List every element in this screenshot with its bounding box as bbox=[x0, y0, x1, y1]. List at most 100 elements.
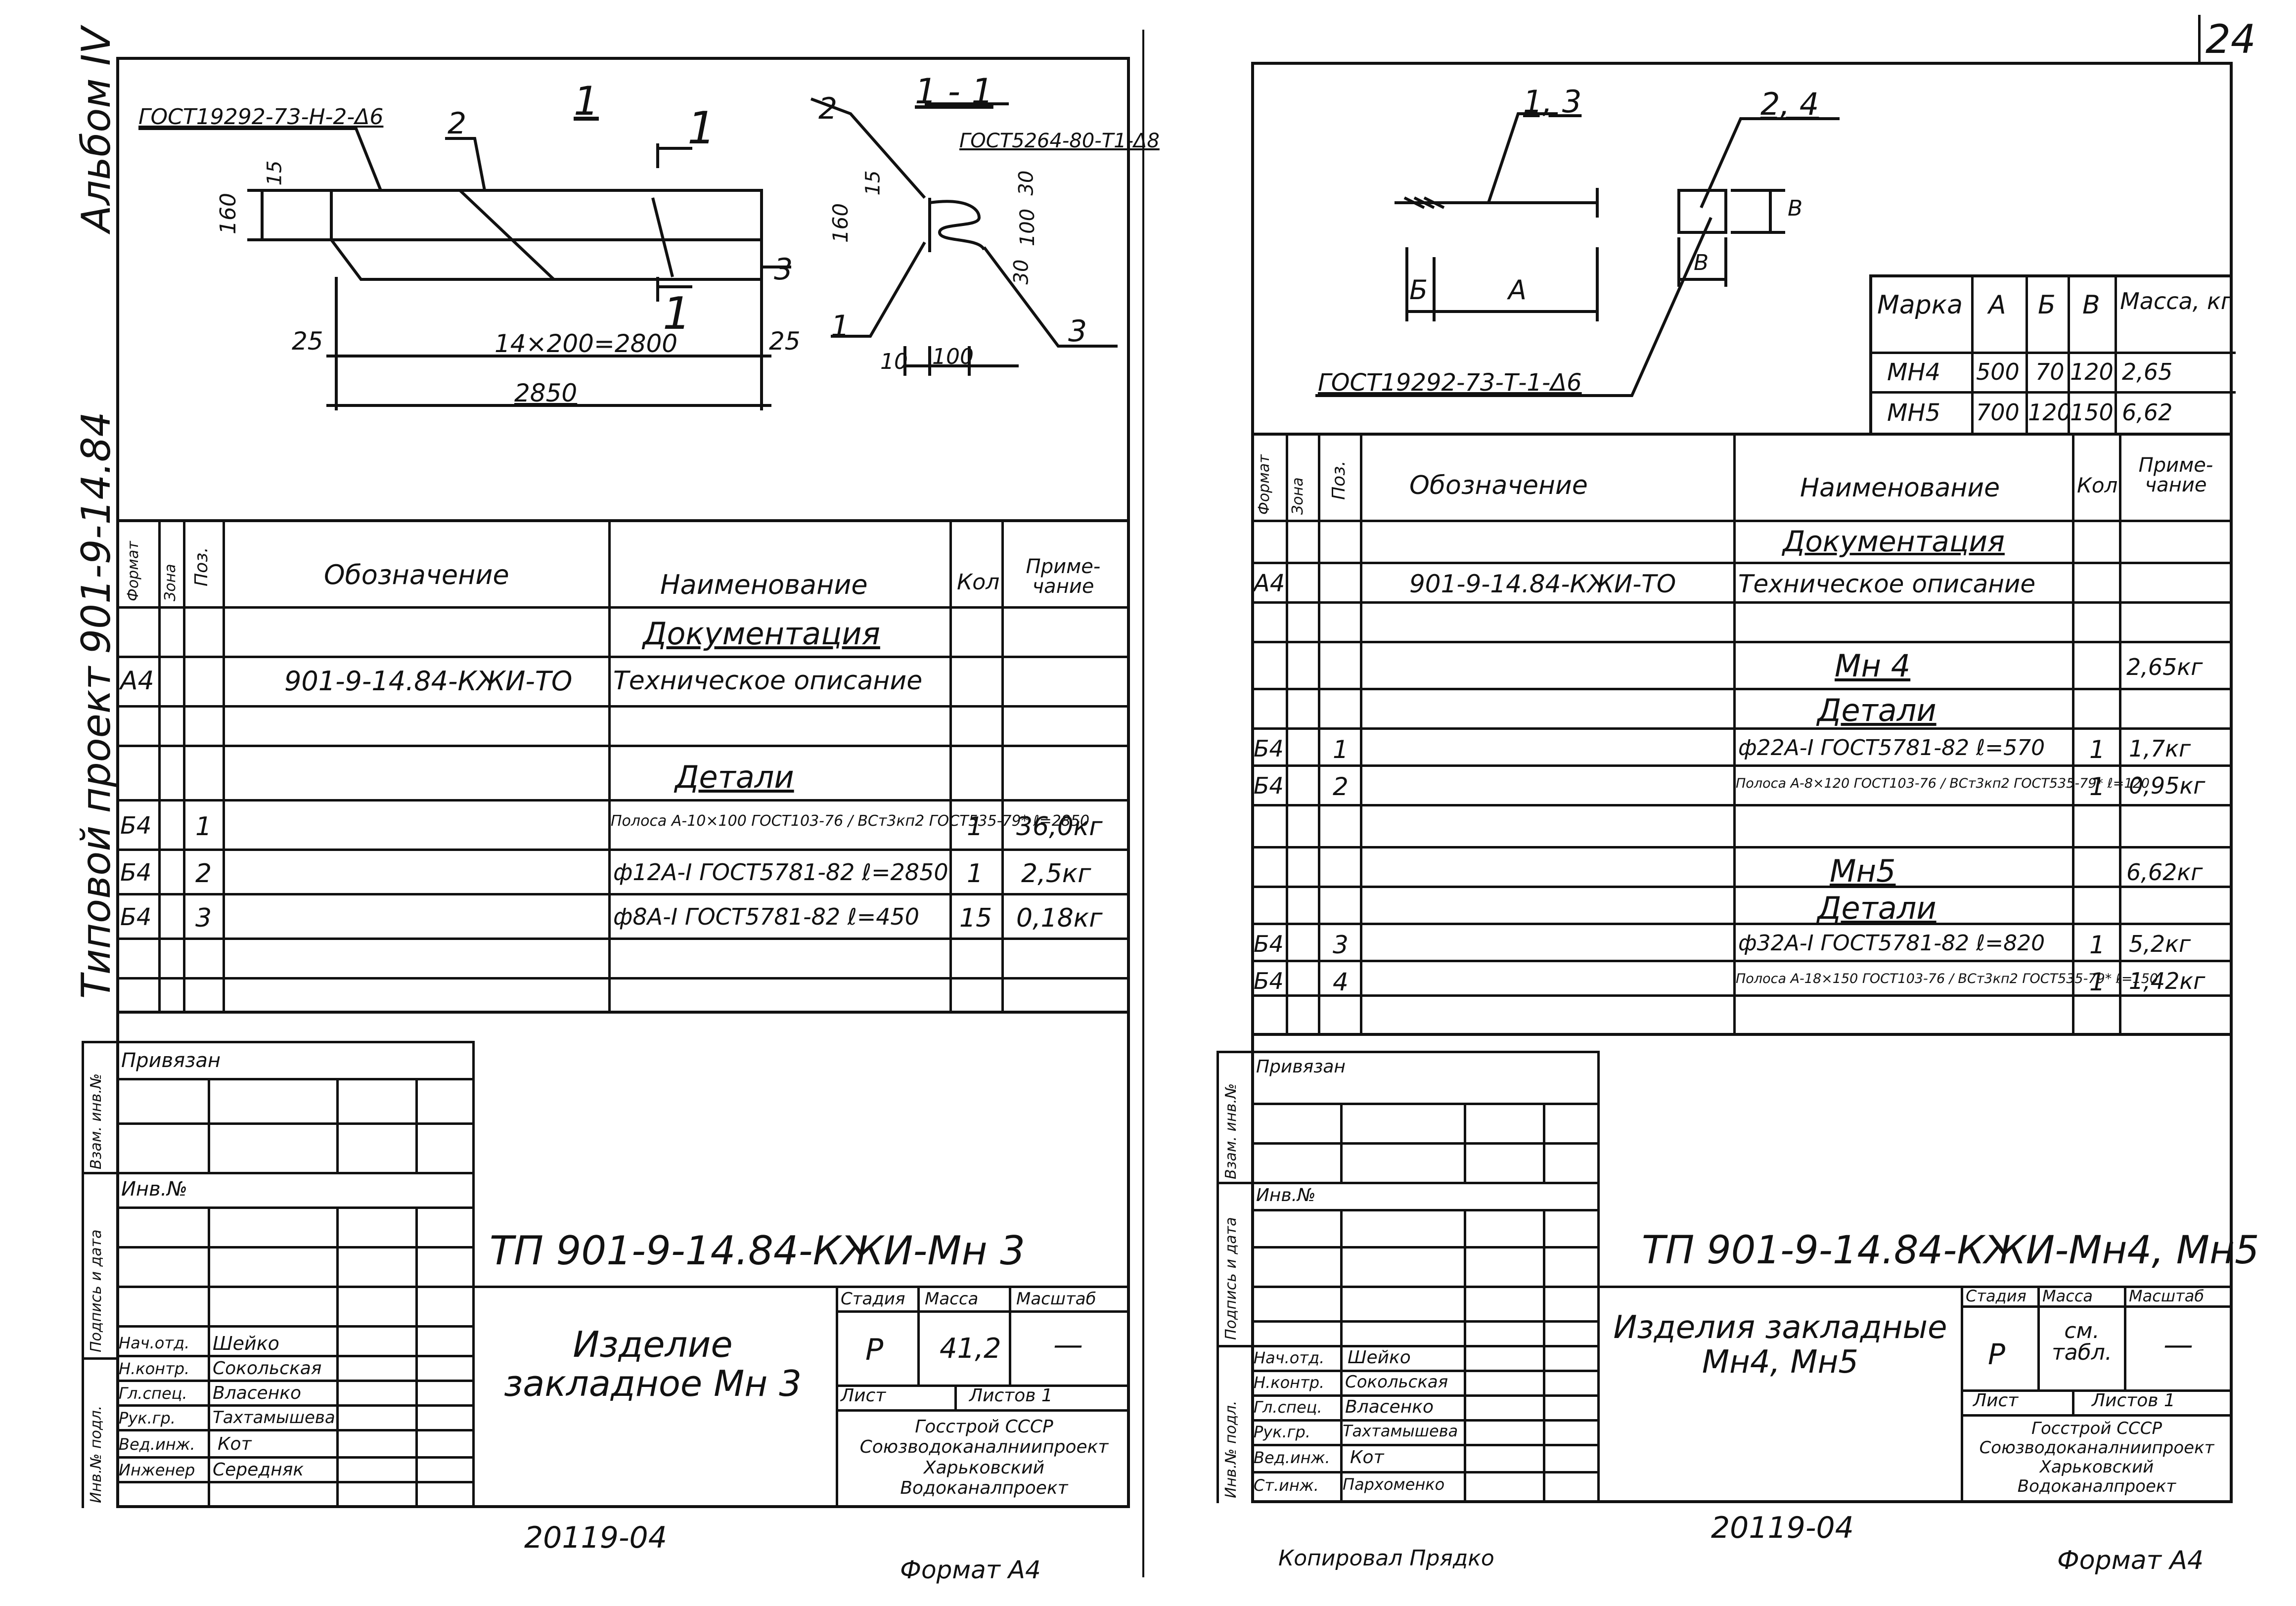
left-spec-col-3 bbox=[223, 522, 225, 1012]
right-dim-v1: В bbox=[1788, 196, 1803, 221]
left-spec-row-line bbox=[116, 745, 1130, 747]
left-spec-r5-note: 0,18кг bbox=[1016, 903, 1103, 933]
left-spec-r0-name: Документация bbox=[643, 616, 880, 652]
left-stamp-role-4: Вед.инж. bbox=[119, 1435, 195, 1454]
left-spec-col-2 bbox=[183, 522, 185, 1012]
left-stamp-grid-v bbox=[336, 1206, 339, 1508]
right-spec-row-line bbox=[1251, 960, 2233, 962]
left-spec-row-line bbox=[116, 977, 1130, 980]
right-spec-row-line bbox=[1251, 846, 2233, 848]
left-spec-col-4 bbox=[608, 522, 611, 1012]
right-spec-col-5 bbox=[2072, 436, 2074, 1034]
right-spec-r4-format: Б4 bbox=[1254, 735, 1284, 762]
right-spec-r9-name: Полоса A-18×150 ГОСТ103-76 / ВСт3кп2 ГОС… bbox=[1736, 971, 2159, 986]
right-dim-b: Б bbox=[1409, 274, 1428, 306]
page-number-mark bbox=[2198, 15, 2201, 64]
right-stamp-grid-v bbox=[1961, 1286, 1963, 1503]
left-spec-col-1 bbox=[158, 522, 161, 1012]
right-stamp-top bbox=[1216, 1051, 1597, 1053]
right-dim-a: А bbox=[1508, 274, 1527, 306]
mass-r0-c2: 70 bbox=[2035, 358, 2065, 385]
right-spec-r5-format: Б4 bbox=[1254, 772, 1284, 799]
right-spec-r5-note: 0,95кг bbox=[2129, 772, 2206, 799]
left-stamp-role-2: Гл.спец. bbox=[119, 1384, 187, 1403]
left-spec-r3-qty: 1 bbox=[967, 812, 984, 842]
left-stamp-grid-v bbox=[208, 1206, 210, 1508]
left-spec-header-line bbox=[116, 606, 1130, 609]
left-spec-r3-name: Полоса A-10×100 ГОСТ103-76 / ВСт3кп2 ГОС… bbox=[611, 812, 1090, 830]
left-section-mark-bottom: 1 bbox=[663, 288, 691, 340]
right-spec-row-line bbox=[1251, 688, 2233, 690]
left-spec-r5-qty: 15 bbox=[959, 903, 992, 933]
left-stamp-grid-h bbox=[116, 1481, 472, 1483]
right-spec-h-pos: Поз. bbox=[1329, 460, 1349, 500]
right-format: Формат А4 bbox=[2057, 1546, 2204, 1575]
mass-col bbox=[2115, 277, 2117, 436]
right-stamp-grid-v bbox=[2124, 1286, 2126, 1389]
mass-col bbox=[2068, 277, 2070, 436]
right-spec-h-designation: Обозначение bbox=[1409, 471, 1588, 500]
right-stamp-sheet: Лист bbox=[1973, 1390, 2019, 1411]
mass-h-a: А bbox=[1988, 290, 2006, 320]
right-stamp-grid-h bbox=[1251, 1103, 1597, 1105]
left-stamp-name-4: Кот bbox=[218, 1434, 252, 1454]
right-spec-r5-name: Полоса A-8×120 ГОСТ103-76 / ВСт3кп2 ГОСТ… bbox=[1736, 776, 2150, 791]
right-sheet-frame bbox=[1251, 62, 2233, 1503]
right-stamp-grid-v bbox=[2037, 1286, 2040, 1389]
right-stamp-grid-h bbox=[1251, 1246, 1597, 1249]
right-stamp-grid-h bbox=[1251, 1444, 1597, 1446]
right-stamp-name-0: Шейко bbox=[1348, 1347, 1411, 1368]
right-stamp-mass: см. табл. bbox=[2052, 1318, 2112, 1365]
left-stamp-grid-h bbox=[116, 1456, 472, 1459]
right-stamp-title: Изделия закладные Мн4, Мн5 bbox=[1613, 1309, 1947, 1381]
right-spec-row-line bbox=[1251, 886, 2233, 888]
right-spec-h-zone: Зона bbox=[1289, 477, 1306, 515]
left-stamp-sheet: Лист bbox=[841, 1385, 886, 1406]
right-spec-r8-pos: 3 bbox=[1333, 931, 1349, 959]
right-callout-b: 2, 4 bbox=[1760, 86, 1819, 122]
left-stamp-name-0: Шейко bbox=[213, 1333, 279, 1354]
left-stamp-grid-v bbox=[472, 1041, 475, 1508]
right-spec-r5-pos: 2 bbox=[1333, 772, 1349, 801]
left-stamp-sheets: Листов 1 bbox=[969, 1385, 1053, 1406]
left-callout-3-sec: 3 bbox=[1068, 314, 1087, 349]
mass-r1-c0: МН5 bbox=[1887, 399, 1941, 427]
right-stamp-grid-v bbox=[2072, 1389, 2074, 1414]
right-stamp-grid-h bbox=[1251, 1320, 1597, 1323]
right-spec-r9-qty: 1 bbox=[2089, 968, 2105, 996]
left-stamp-name-5: Середняк bbox=[213, 1460, 304, 1480]
left-stamp-role-5: Инженер bbox=[119, 1461, 195, 1479]
left-stamp-grid-h bbox=[116, 1429, 472, 1431]
right-stamp-role-5: Ст.инж. bbox=[1254, 1476, 1319, 1495]
mass-r1-c2: 120 bbox=[2028, 399, 2071, 426]
right-spec-header-line bbox=[1251, 520, 2233, 522]
left-gost-weld-2: ГОСТ5264-80-Т1-Δ8 bbox=[959, 130, 1160, 152]
left-spec-r2-name: Детали bbox=[675, 759, 794, 795]
left-stamp-name-1: Сокольская bbox=[213, 1358, 322, 1379]
right-stamp-role-4: Вед.инж. bbox=[1254, 1448, 1330, 1467]
left-section-label: 1 - 1 bbox=[915, 71, 993, 112]
right-spec-h-note: Приме-чание bbox=[2138, 454, 2213, 496]
left-spec-col-5 bbox=[949, 522, 952, 1012]
right-spec-h-format: Формат bbox=[1256, 454, 1273, 515]
right-stamp-grid-h bbox=[1961, 1389, 2233, 1392]
right-stamp-side-col bbox=[1216, 1051, 1219, 1503]
right-spec-r9-pos: 4 bbox=[1333, 968, 1349, 996]
right-stamp-role-3: Рук.гр. bbox=[1254, 1423, 1311, 1441]
right-gost: ГОСТ19292-73-Т-1-Δ6 bbox=[1318, 369, 1582, 397]
right-stamp-stage: Р bbox=[1988, 1338, 2005, 1371]
right-spec-r4-qty: 1 bbox=[2089, 735, 2105, 764]
right-stamp-grid-h bbox=[1251, 1286, 2233, 1288]
left-spec-h-note: Приме-чание bbox=[1026, 555, 1101, 598]
left-dim-25-right: 25 bbox=[769, 327, 801, 356]
mass-h-mark: Марка bbox=[1877, 290, 1963, 320]
left-spec-col-6 bbox=[1001, 522, 1004, 1012]
mass-r0-c1: 500 bbox=[1976, 358, 2020, 385]
right-stamp-grid-h bbox=[1961, 1305, 2233, 1308]
right-spec-col-3 bbox=[1360, 436, 1362, 1034]
right-spec-row-line bbox=[1251, 641, 2233, 643]
left-stamp-grid-h bbox=[116, 1172, 472, 1174]
right-stamp-role-1: Н.контр. bbox=[1254, 1373, 1325, 1392]
right-stamp-inv: Инв.№ bbox=[1256, 1185, 1316, 1205]
